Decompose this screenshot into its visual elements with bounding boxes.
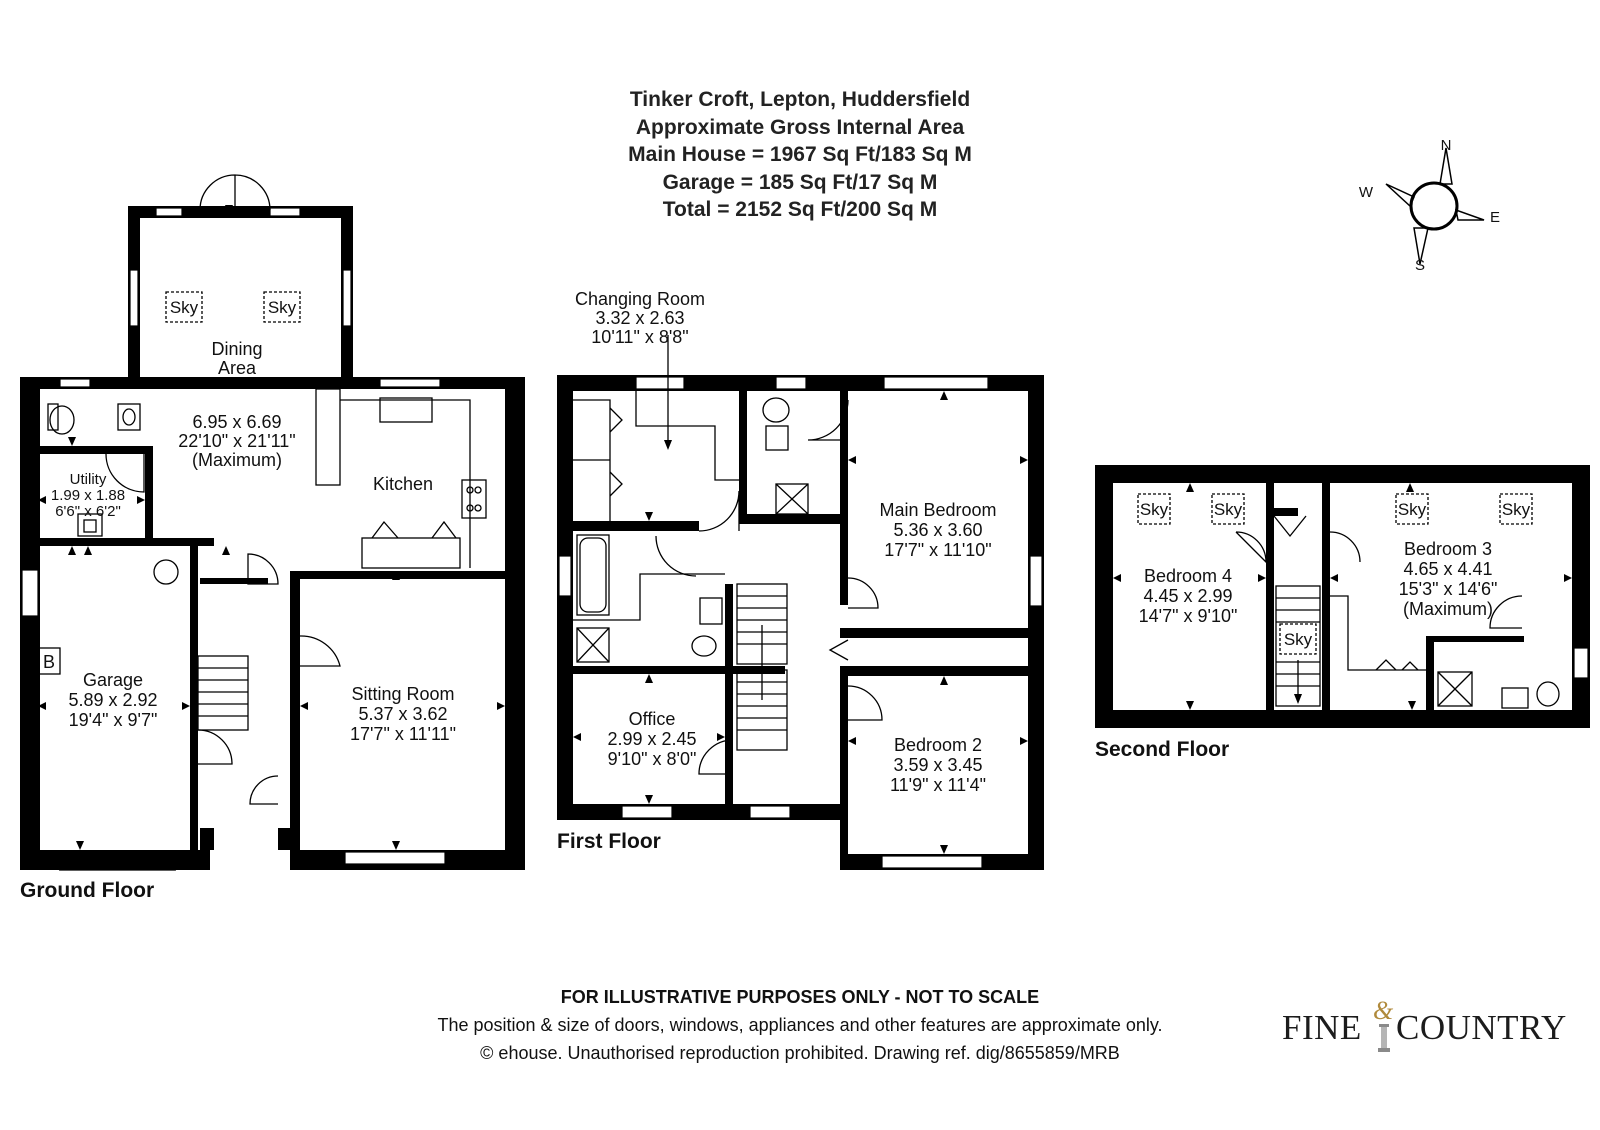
disclaimer: FOR ILLUSTRATIVE PURPOSES ONLY - NOT TO … xyxy=(560,987,1040,1007)
sitting-room-imperial: 17'7" x 11'11" xyxy=(350,724,456,744)
changing-room-imperial: 10'11" x 8'8" xyxy=(591,327,688,347)
bedroom-2-metric: 3.59 x 3.45 xyxy=(893,755,982,775)
property-address: Tinker Croft, Lepton, Huddersfield xyxy=(629,88,971,111)
garage-metric: 5.89 x 2.92 xyxy=(68,690,157,710)
toilet-icon xyxy=(691,635,717,657)
skylight-label: Sky xyxy=(1502,500,1531,519)
boiler-label: B xyxy=(43,652,55,672)
toilet-icon xyxy=(1536,681,1560,707)
compass-west: W xyxy=(1359,184,1374,201)
second-floor-label: Second Floor xyxy=(1095,738,1229,761)
total-area: Total = 2152 Sq Ft/200 Sq M xyxy=(662,198,938,221)
garage-area: Garage = 185 Sq Ft/17 Sq M xyxy=(662,170,938,194)
utility-name: Utility xyxy=(70,471,107,488)
compass-east: E xyxy=(1490,209,1500,226)
boiler-cylinder-icon xyxy=(153,559,179,585)
logo-fine: FINE xyxy=(1282,1008,1362,1047)
office-name: Office xyxy=(629,709,676,729)
logo-country: COUNTRY xyxy=(1396,1008,1567,1047)
utility-metric: 1.99 x 1.88 xyxy=(51,487,125,504)
sitting-room-metric: 5.37 x 3.62 xyxy=(358,704,447,724)
bedroom-3-note: (Maximum) xyxy=(1403,599,1493,619)
fine-and-country-logo: FINE & COUNTRY xyxy=(1282,996,1566,1052)
ground-floor-label: Ground Floor xyxy=(20,879,154,902)
compass-south: S xyxy=(1415,257,1425,274)
bedroom-4-metric: 4.45 x 2.99 xyxy=(1143,586,1232,606)
bedroom-3-metric: 4.65 x 4.41 xyxy=(1403,559,1492,579)
kitchen-name: Kitchen xyxy=(373,474,433,494)
skylight-label: Sky xyxy=(1284,630,1313,649)
compass-north: N xyxy=(1441,137,1452,154)
bedroom-2-imperial: 11'9" x 11'4" xyxy=(890,775,986,795)
header: Tinker Croft, Lepton, Huddersfield Appro… xyxy=(440,86,1160,224)
shower-icon xyxy=(576,627,610,663)
hob-icon xyxy=(461,479,487,519)
main-bedroom-imperial: 17'7" x 11'10" xyxy=(884,540,991,560)
basin-icon xyxy=(117,403,141,431)
basin-icon xyxy=(699,597,723,625)
bath-icon xyxy=(576,534,610,616)
bedroom-3-imperial: 15'3" x 14'6" xyxy=(1399,579,1498,599)
bedroom-4-imperial: 14'7" x 9'10" xyxy=(1139,606,1238,626)
changing-room-name: Changing Room xyxy=(575,289,705,309)
second-floor-plan: Sky Sky Sky Sky Sky xyxy=(1095,465,1590,761)
toilet-icon xyxy=(49,405,75,435)
first-floor-plan: Changing Room 3.32 x 2.63 10'11" x 8'8" … xyxy=(557,289,1044,870)
toilet-icon xyxy=(762,397,790,423)
garage-imperial: 19'4" x 9'7" xyxy=(69,710,158,730)
skylight-label: Sky xyxy=(1398,500,1427,519)
garage-name: Garage xyxy=(83,670,143,690)
shower-icon xyxy=(775,483,809,515)
area-subtitle: Approximate Gross Internal Area xyxy=(635,115,965,139)
skylight-label: Sky xyxy=(1140,500,1169,519)
compass-rose-icon: N E S W xyxy=(1359,137,1500,274)
main-bedroom-name: Main Bedroom xyxy=(879,500,996,520)
basin-icon xyxy=(765,425,789,451)
logo-ampersand: & xyxy=(1373,996,1394,1025)
ground-floor-plan: Sky Sky B xyxy=(20,174,525,902)
skylight-label: Sky xyxy=(1214,500,1243,519)
bedroom-2-name: Bedroom 2 xyxy=(894,735,982,755)
disclaimer-note: The position & size of doors, windows, a… xyxy=(437,1015,1163,1035)
dining-area-metric: 6.95 x 6.69 xyxy=(192,412,281,432)
skylight-label: Sky xyxy=(170,298,199,317)
pillar-icon xyxy=(1378,1024,1390,1052)
dining-area-note: (Maximum) xyxy=(192,450,282,470)
basin-icon xyxy=(1501,687,1529,709)
bedroom-3-name: Bedroom 3 xyxy=(1404,539,1492,559)
sitting-room-name: Sitting Room xyxy=(351,684,454,704)
utility-imperial: 6'6" x 6'2" xyxy=(55,503,121,520)
bedroom-4-name: Bedroom 4 xyxy=(1144,566,1232,586)
skylight-label: Sky xyxy=(268,298,297,317)
dining-area-imperial: 22'10" x 21'11" xyxy=(178,431,295,451)
sink-icon xyxy=(379,397,433,423)
main-house-area: Main House = 1967 Sq Ft/183 Sq M xyxy=(628,143,972,166)
office-metric: 2.99 x 2.45 xyxy=(607,729,696,749)
first-floor-label: First Floor xyxy=(557,830,661,853)
shower-icon xyxy=(1437,671,1473,707)
main-bedroom-metric: 5.36 x 3.60 xyxy=(893,520,982,540)
office-imperial: 9'10" x 8'0" xyxy=(608,749,697,769)
dining-area-name: Dining xyxy=(211,339,262,359)
dining-area-name: Area xyxy=(218,358,257,378)
changing-room-metric: 3.32 x 2.63 xyxy=(595,308,684,328)
copyright-notice: © ehouse. Unauthorised reproduction proh… xyxy=(480,1043,1120,1063)
